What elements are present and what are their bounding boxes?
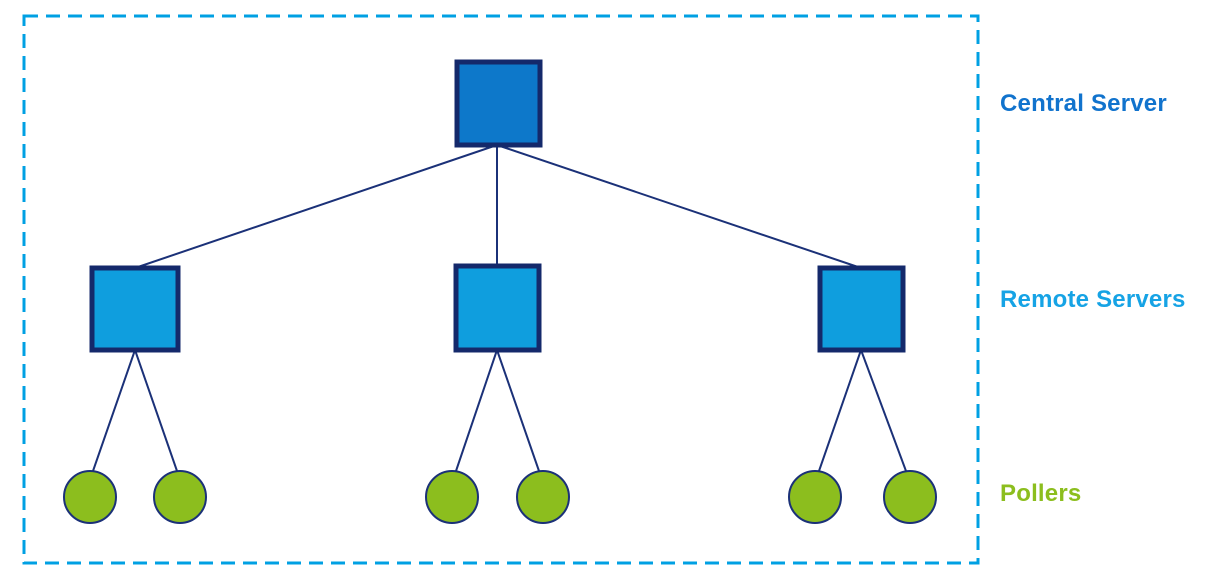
remote-server-node-3[interactable] — [817, 265, 906, 353]
poller-node-2[interactable] — [153, 470, 207, 524]
link-remote-2-to-poller-3 — [455, 349, 498, 472]
link-remote-1-to-poller-2 — [134, 349, 178, 472]
link-central-to-remote-1 — [134, 144, 498, 269]
poller-node-1[interactable] — [63, 470, 117, 524]
link-remote-3-to-poller-5 — [818, 349, 862, 472]
poller-nodes — [63, 470, 937, 524]
link-central-to-remote-3 — [496, 144, 862, 269]
poller-node-5[interactable] — [788, 470, 842, 524]
link-remote-2-to-poller-4 — [496, 349, 540, 472]
remote-server-node-2[interactable] — [453, 263, 542, 353]
tier-label-remote-servers: Remote Servers — [1000, 286, 1186, 313]
link-remote-1-to-poller-1 — [92, 349, 136, 472]
poller-node-4[interactable] — [516, 470, 570, 524]
remote-server-node-1[interactable] — [89, 265, 181, 353]
link-remote-3-to-poller-6 — [860, 349, 907, 472]
remote-server-nodes — [89, 263, 906, 353]
central-to-remote-links — [134, 144, 862, 269]
poller-node-6[interactable] — [883, 470, 937, 524]
tier-label-central-server: Central Server — [1000, 90, 1167, 117]
tier-label-pollers: Pollers — [1000, 480, 1082, 507]
remote-to-poller-links — [92, 349, 907, 472]
central-server-node[interactable] — [454, 59, 543, 148]
deployment-boundary — [22, 14, 980, 565]
poller-node-3[interactable] — [425, 470, 479, 524]
